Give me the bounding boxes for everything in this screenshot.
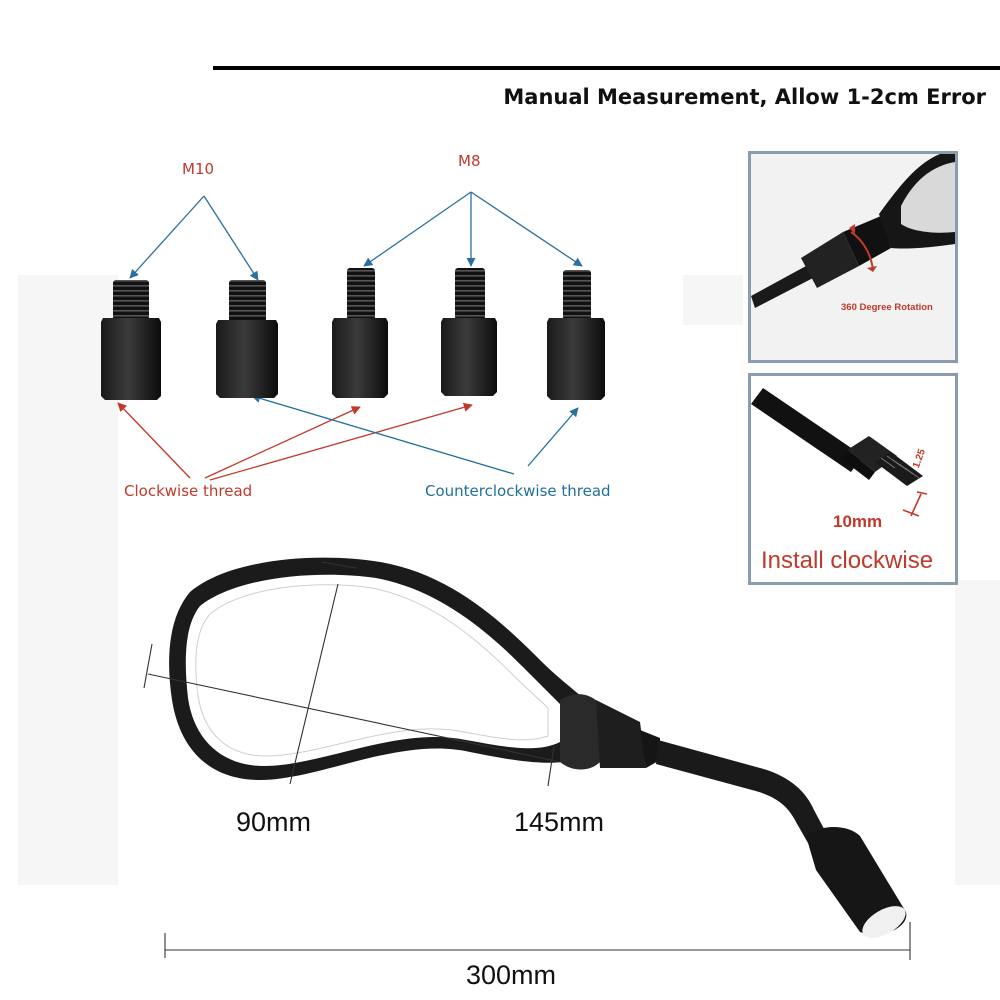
rotation-inset: 360 Degree Rotation [748, 151, 958, 363]
mirror-illustration [143, 557, 911, 960]
m8-label: M8 [458, 152, 481, 170]
adapter-m8-3 [547, 270, 605, 400]
background-panel-right [955, 580, 1000, 885]
diagonal-dimension-label: 145mm [514, 807, 605, 837]
dimension-lines [143, 561, 911, 960]
m8-arrows [363, 191, 583, 267]
background-panel-center [683, 275, 743, 325]
mirror-joint [560, 694, 600, 770]
adapter-m10-2 [216, 280, 278, 398]
adapter-diagram [101, 191, 605, 481]
counterclockwise-thread-label: Counterclockwise thread [425, 482, 611, 500]
overall-length-label: 300mm [466, 960, 557, 990]
clockwise-thread-label: Clockwise thread [124, 482, 253, 500]
thread-length-label: 10mm [833, 512, 883, 531]
install-inset: 1.25 10mm Install clockwise [748, 373, 958, 585]
mount-cup [806, 827, 907, 935]
heading-rule [213, 66, 1000, 70]
counterclockwise-arrows [251, 393, 579, 475]
clockwise-arrows [117, 402, 473, 481]
adapter-m8-2 [441, 268, 497, 396]
m10-arrows [129, 195, 259, 281]
adapter-m8-1 [332, 268, 388, 398]
mirror-stem [656, 740, 830, 850]
rotation-label: 360 Degree Rotation [841, 302, 933, 313]
measurement-note: Manual Measurement, Allow 1-2cm Error [503, 85, 986, 109]
m10-label: M10 [182, 160, 215, 178]
install-clockwise-label: Install clockwise [761, 547, 934, 574]
adapter-m10-1 [101, 280, 161, 400]
mirror-glass [185, 574, 560, 766]
width-dimension-label: 90mm [236, 807, 312, 837]
